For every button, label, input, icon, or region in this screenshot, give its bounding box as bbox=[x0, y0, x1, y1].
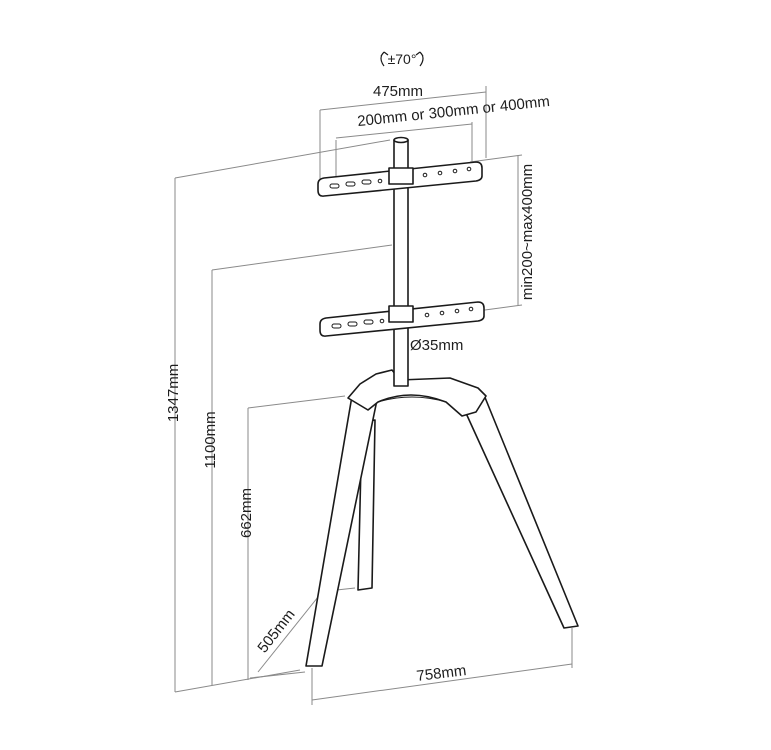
dim-662-top-extension bbox=[247, 395, 346, 409]
stand-drawing bbox=[305, 136, 579, 667]
label-base-width: 758mm bbox=[416, 662, 468, 685]
upper-bracket-holes bbox=[329, 166, 472, 189]
label-upper-height: 1100mm bbox=[202, 411, 219, 468]
dimension-labels: 475mm 200mm or 300mm or 400mm min200~max… bbox=[165, 83, 551, 685]
right-front-leg bbox=[459, 394, 579, 629]
dim-758-line bbox=[311, 663, 573, 701]
upper-bracket-clamp bbox=[388, 167, 414, 185]
dim-475-line bbox=[319, 91, 487, 111]
dim-1347-top-extension bbox=[174, 139, 391, 179]
label-pole-diameter: Ø35mm bbox=[410, 337, 463, 354]
leg-hub bbox=[347, 369, 487, 417]
swivel-indicator: ±70° bbox=[380, 51, 424, 67]
leg-hub-inner-edge bbox=[377, 396, 447, 403]
lower-bracket-clamp bbox=[388, 305, 414, 323]
dim-vesa-height-top-extension bbox=[469, 154, 523, 163]
label-vesa-height: min200~max400mm bbox=[519, 164, 536, 300]
dim-1347-bottom-extension bbox=[174, 669, 301, 693]
label-bracket-width: 475mm bbox=[373, 83, 423, 100]
dim-vesa-width-line bbox=[335, 123, 473, 139]
swivel-arrow-icon bbox=[380, 51, 424, 67]
label-total-height: 1347mm bbox=[165, 364, 182, 422]
swivel-label: ±70° bbox=[388, 51, 417, 67]
label-lower-height: 662mm bbox=[238, 488, 255, 538]
pole-top-cap-end bbox=[393, 136, 409, 144]
lower-bracket-holes bbox=[331, 306, 474, 329]
vertical-pole bbox=[393, 167, 409, 387]
dim-505-line bbox=[257, 591, 323, 673]
dim-1100-top-extension bbox=[211, 244, 393, 271]
dim-505-bottom-extension bbox=[249, 671, 306, 679]
